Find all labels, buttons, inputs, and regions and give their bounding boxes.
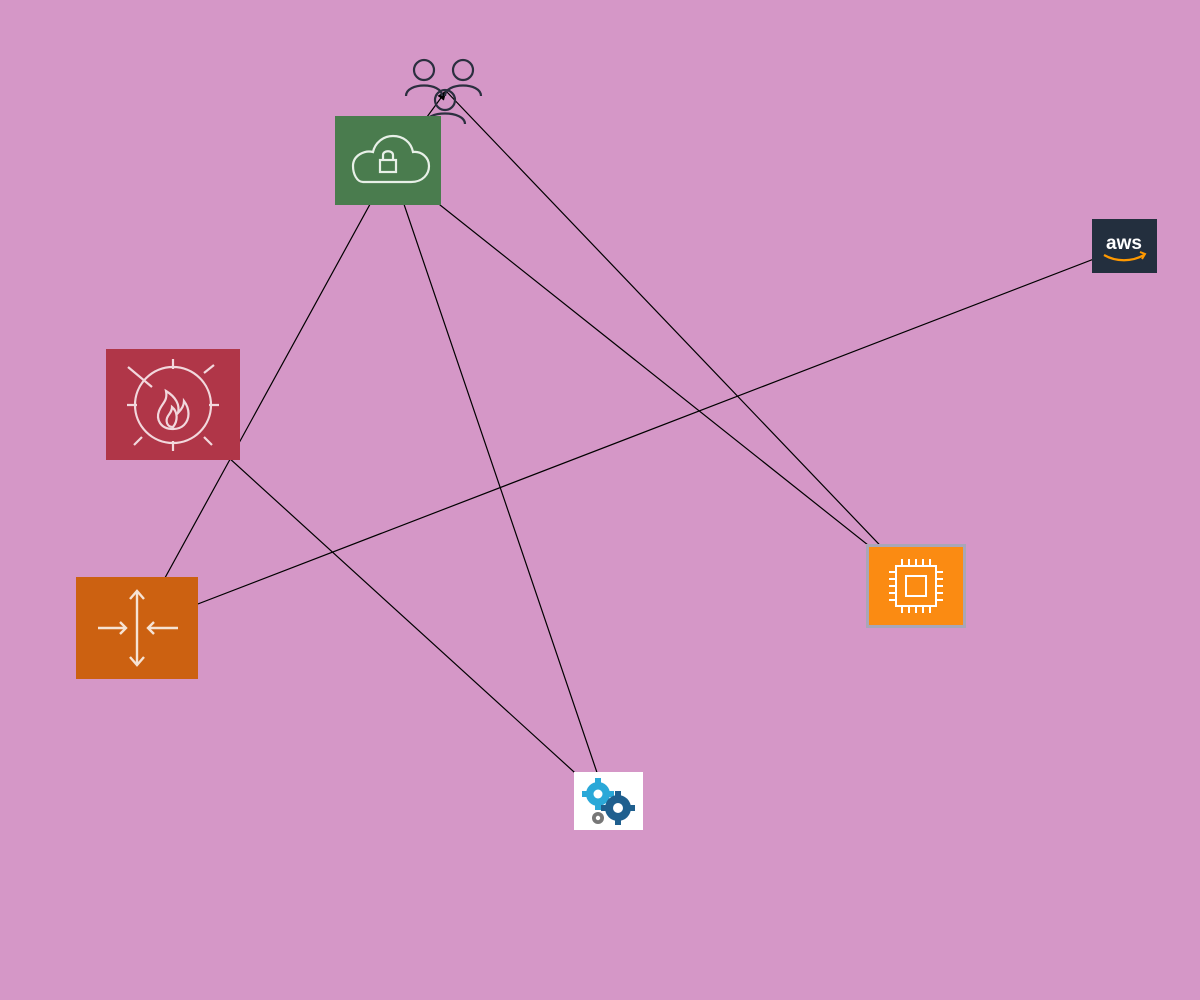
firewall-flame-icon bbox=[127, 359, 219, 451]
cloud-vpn-lock-icon bbox=[351, 134, 431, 184]
gears-service-node[interactable] bbox=[574, 772, 643, 830]
edge-ec2-to-vpn bbox=[390, 165, 918, 585]
aws-logo-node[interactable]: aws bbox=[1092, 219, 1157, 273]
edge-layer bbox=[137, 90, 1108, 803]
edge-vpn-to-elb bbox=[137, 165, 392, 628]
cpu-chip-icon bbox=[889, 559, 943, 613]
users-group-node[interactable] bbox=[398, 52, 490, 128]
edge-vpn-to-gears bbox=[390, 165, 608, 803]
gears-icon bbox=[582, 778, 635, 825]
aws-logo-icon: aws bbox=[1103, 233, 1147, 262]
edge-users-to-ec2 bbox=[445, 90, 918, 585]
aws-logo-text: aws bbox=[1106, 233, 1142, 254]
users-group-icon bbox=[404, 58, 483, 125]
vpn-gateway-node[interactable] bbox=[335, 116, 441, 205]
edge-aws-to-elb bbox=[137, 253, 1108, 628]
firewall-node[interactable] bbox=[106, 349, 240, 460]
load-balancer-arrows-icon bbox=[98, 589, 178, 667]
edge-waf-to-gears bbox=[171, 405, 608, 803]
load-balancer-node[interactable] bbox=[76, 577, 198, 679]
compute-instance-node[interactable] bbox=[866, 544, 966, 628]
